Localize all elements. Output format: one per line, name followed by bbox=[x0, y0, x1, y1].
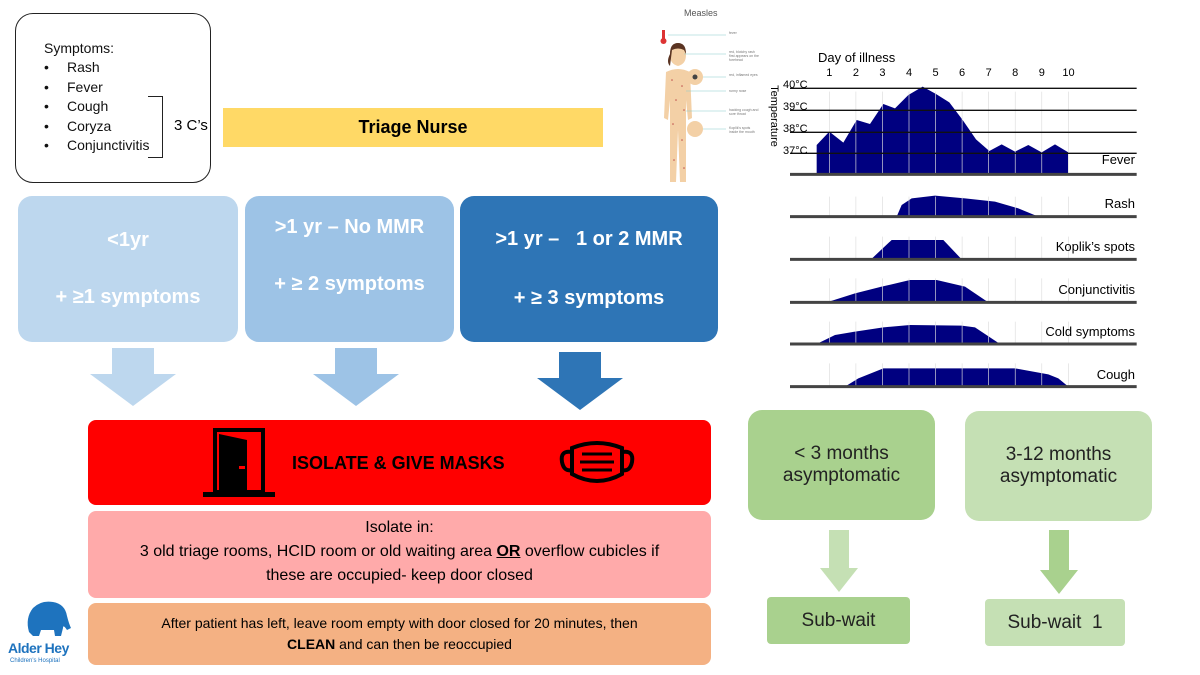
down-arrow-icon bbox=[313, 348, 399, 406]
label-fever: fever bbox=[729, 31, 737, 35]
x-tick-label: 6 bbox=[959, 67, 966, 79]
measles-timeline-chart: Day of illness 1 2 3 4 5 6 7 8 9 10 40°C 39°C 38°… bbox=[765, 40, 1145, 390]
down-arrow-icon bbox=[1040, 530, 1078, 594]
series-label: Koplik’s spots bbox=[1055, 239, 1135, 254]
text: and can then be reoccupied bbox=[335, 636, 512, 652]
elephant-logo-icon bbox=[27, 601, 72, 636]
alder-hey-logo: Alder Hey Children's Hospital bbox=[5, 598, 87, 672]
logo-name: Alder Hey bbox=[8, 640, 69, 656]
x-tick-label: 3 bbox=[879, 67, 886, 79]
x-tick-label: 1 bbox=[826, 67, 833, 79]
text: asymptomatic bbox=[782, 465, 901, 486]
series-conjunctivitis bbox=[826, 280, 989, 303]
text: < 3 months bbox=[794, 443, 889, 464]
down-arrow-icon bbox=[537, 352, 623, 410]
cleaning-instructions: After patient has left, leave room empty… bbox=[88, 603, 711, 665]
symptom-item: Fever bbox=[44, 78, 210, 98]
category-criteria: + ≥ 3 symptoms bbox=[513, 287, 665, 309]
x-tick-label: 2 bbox=[852, 67, 859, 79]
symptom-item: Conjunctivitis bbox=[44, 136, 210, 156]
tick-38: 38°C bbox=[783, 123, 808, 135]
symptom-item: Cough bbox=[44, 97, 210, 117]
text: 3 old triage rooms, HCID room or old wai… bbox=[139, 543, 497, 560]
label-koplik: Koplik's spots inside the mouth bbox=[729, 126, 755, 134]
category-title: >1 yr – 1 or 2 MMR bbox=[495, 228, 683, 250]
text: these are occupied- keep door closed bbox=[266, 567, 533, 584]
symptom-item: Coryza bbox=[44, 117, 210, 137]
series-label: Fever bbox=[1101, 152, 1135, 167]
bracket bbox=[148, 96, 163, 158]
symptom-item: Rash bbox=[44, 58, 210, 78]
category-criteria: + ≥1 symptoms bbox=[55, 286, 201, 308]
down-arrow-icon bbox=[820, 530, 858, 592]
x-tick-label: 4 bbox=[905, 67, 913, 79]
measles-figure: Measles fever red, blotchy rash first ap… bbox=[640, 0, 760, 188]
triage-nurse-bar: Triage Nurse bbox=[223, 108, 603, 147]
face-mask-icon bbox=[559, 441, 635, 483]
label-cough: hacking cough and sore throat bbox=[729, 108, 759, 116]
text: asymptomatic bbox=[999, 466, 1118, 487]
category-title: <1yr bbox=[107, 229, 149, 251]
category-criteria: + ≥ 2 symptoms bbox=[274, 273, 425, 295]
clean-emphasis: CLEAN bbox=[287, 636, 336, 652]
text: 3-12 months bbox=[1005, 444, 1112, 465]
isolate-banner: ISOLATE & GIVE MASKS bbox=[88, 420, 711, 505]
temperature-ticks: 40°C 39°C 38°C 37°C bbox=[783, 74, 808, 162]
text: overflow cubicles if bbox=[520, 543, 660, 560]
series-label: Cold symptoms bbox=[1045, 324, 1135, 339]
down-arrow-icon bbox=[90, 348, 176, 406]
label-eyes: red, inflamed eyes bbox=[729, 73, 758, 77]
series-cough bbox=[845, 368, 1069, 387]
x-tick-label: 9 bbox=[1038, 67, 1045, 79]
symptoms-box: Symptoms: Rash Fever Cough Coryza Conjun… bbox=[15, 13, 211, 183]
child-figure-icon bbox=[660, 30, 726, 182]
text: After patient has left, leave room empty… bbox=[161, 615, 638, 631]
isolate-in-heading: Isolate in: bbox=[365, 519, 434, 536]
series-cold bbox=[816, 325, 1000, 344]
door-icon bbox=[203, 428, 275, 497]
logo-subtitle: Children's Hospital bbox=[10, 658, 60, 664]
category-no-mmr: >1 yr – No MMR + ≥ 2 symptoms bbox=[245, 196, 454, 342]
three-cs-label: 3 C’s bbox=[174, 117, 208, 134]
series-label: Cough bbox=[1096, 367, 1135, 382]
chart-svg bbox=[790, 86, 1137, 389]
chart-title: Day of illness bbox=[818, 50, 896, 65]
sub-wait-1-box: Sub-wait 1 bbox=[985, 599, 1125, 646]
x-tick-label: 5 bbox=[932, 67, 939, 79]
text: CLEAN and can then be reoccupied bbox=[88, 634, 711, 655]
tick-37: 37°C bbox=[783, 145, 808, 157]
category-mmr: >1 yr – 1 or 2 MMR + ≥ 3 symptoms bbox=[460, 196, 718, 342]
tick-39: 39°C bbox=[783, 101, 808, 113]
x-tick-label: 7 bbox=[985, 67, 992, 79]
sub-wait-box: Sub-wait bbox=[767, 597, 910, 644]
x-tick-label: 10 bbox=[1062, 67, 1075, 79]
or-emphasis: OR bbox=[496, 543, 521, 560]
series-fever bbox=[816, 86, 1069, 175]
y-axis-label: Temperature bbox=[767, 85, 780, 147]
isolate-locations-line: 3 old triage rooms, HCID room or old wai… bbox=[88, 540, 711, 564]
category-title: >1 yr – No MMR bbox=[274, 216, 425, 238]
series-label: Conjunctivitis bbox=[1058, 282, 1135, 297]
label-rash: red, blotchy rash first appears on the f… bbox=[729, 50, 759, 62]
category-under-1yr: <1yr + ≥1 symptoms bbox=[18, 196, 238, 342]
figure-title: Measles bbox=[684, 8, 718, 18]
isolate-title: ISOLATE & GIVE MASKS bbox=[292, 453, 505, 473]
symptoms-title: Symptoms: bbox=[44, 40, 115, 56]
series-label: Rash bbox=[1104, 196, 1135, 211]
series-koplik bbox=[871, 240, 962, 260]
isolate-locations: Isolate in: 3 old triage rooms, HCID roo… bbox=[88, 511, 711, 598]
tick-40: 40°C bbox=[783, 79, 808, 91]
label-nose: runny nose bbox=[729, 89, 747, 93]
series-rash bbox=[896, 195, 1039, 217]
x-tick-label: 8 bbox=[1012, 67, 1019, 79]
